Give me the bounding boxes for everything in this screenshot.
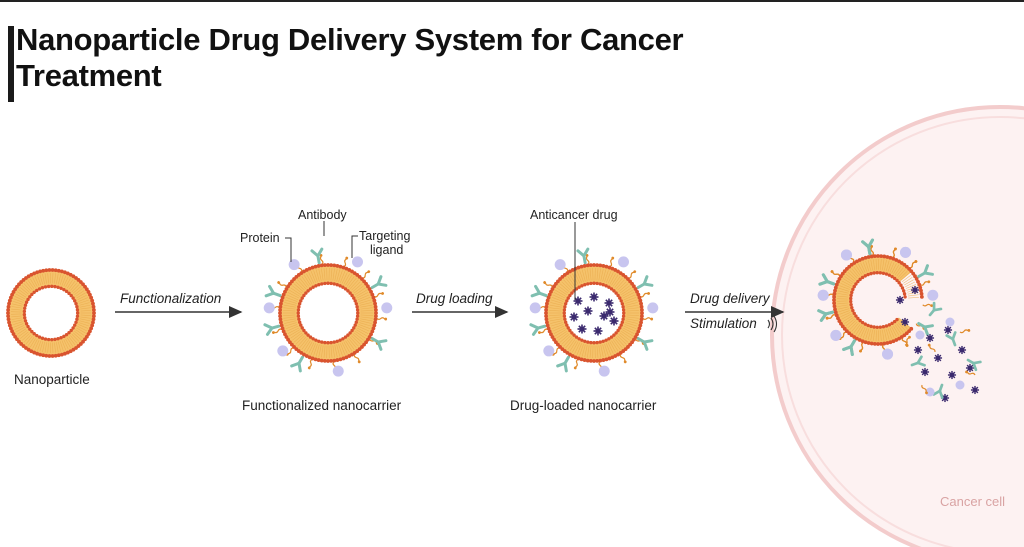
bare-nanoparticle (6, 268, 96, 358)
top-rule (0, 0, 1024, 2)
drug-loaded-nanocarrier-label: Drug-loaded nanocarrier (510, 398, 657, 413)
protein-callout (285, 237, 292, 262)
functionalization-label: Functionalization (120, 291, 221, 306)
ligand-label: ligand (370, 243, 403, 257)
drug-delivery-label: Drug delivery (690, 291, 771, 306)
targeting-label: Targeting (359, 229, 410, 243)
stimulation-label: Stimulation (690, 316, 757, 331)
functionalized-nanocarrier-label: Functionalized nanocarrier (242, 398, 402, 413)
functionalized-nanocarrier (263, 247, 393, 377)
anticancer-drug-label: Anticancer drug (530, 208, 618, 222)
protein-label: Protein (240, 231, 280, 245)
nanoparticle-label: Nanoparticle (14, 372, 90, 387)
cancer-cell-label: Cancer cell (940, 494, 1005, 509)
releasing-nanocarrier (817, 238, 982, 403)
drug-loading-label: Drug loading (416, 291, 493, 306)
title-accent-bar (8, 26, 14, 102)
drug-loaded-nanocarrier (529, 247, 659, 377)
page-title: Nanoparticle Drug Delivery System for Ca… (16, 22, 684, 93)
antibody-label: Antibody (298, 208, 347, 222)
targeting-ligand-callout (351, 235, 358, 258)
stimulation-wave-icon (767, 315, 778, 333)
